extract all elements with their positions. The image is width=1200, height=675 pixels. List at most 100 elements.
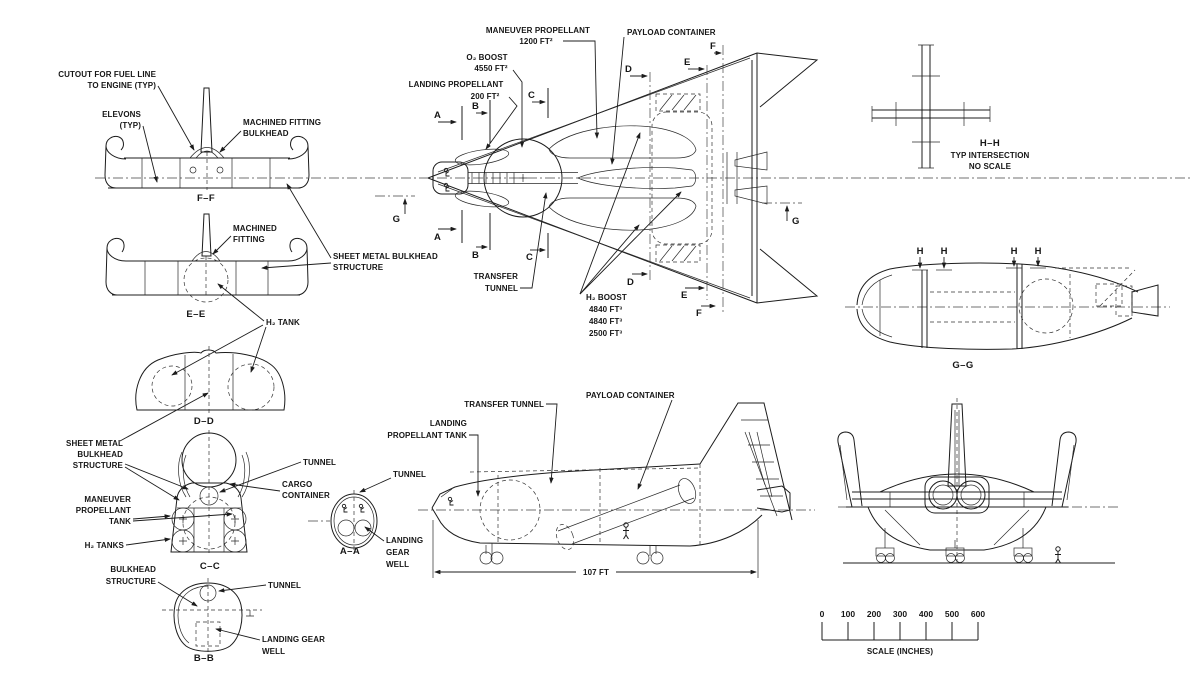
aa-linework bbox=[308, 490, 378, 553]
leader-h2boost-1 bbox=[579, 132, 641, 295]
cut-arrow-B-top: B bbox=[472, 101, 479, 112]
leader-h2tank-dd-right bbox=[250, 326, 267, 373]
label-plan-payload-container: PAYLOAD CONTAINER bbox=[627, 28, 716, 37]
leader-bb-tunnel bbox=[218, 584, 267, 593]
leader-aa-gear bbox=[364, 526, 385, 542]
section-gg: H H H H G–G bbox=[856, 246, 1159, 371]
cut-arrow-A-bottom: A bbox=[434, 232, 441, 243]
leader-transfer-plan bbox=[520, 192, 548, 289]
label-bb-tunnel: TUNNEL bbox=[268, 581, 301, 590]
label-side-landing-tank: LANDING bbox=[430, 419, 467, 428]
cut-arrow-B-bottom: B bbox=[472, 250, 479, 261]
label-landing-propellant: LANDING PROPELLANT bbox=[409, 80, 504, 89]
label-machined-fitting-bulkhead-2: BULKHEAD bbox=[243, 129, 289, 138]
label-h2-boost-vol3: 2500 FT³ bbox=[589, 329, 622, 338]
section-cc: SHEET METAL BULKHEAD STRUCTURE MANEUVER … bbox=[66, 392, 336, 572]
scale-tick-500: 500 bbox=[945, 609, 959, 619]
h-marker-1: H bbox=[917, 246, 924, 257]
label-aa-gear: LANDING bbox=[386, 536, 423, 545]
label-h2-tanks: H₂ TANKS bbox=[85, 541, 125, 550]
leader-plan-payload bbox=[610, 36, 625, 165]
scale-tick-300: 300 bbox=[893, 609, 907, 619]
leader-side-payload bbox=[637, 399, 673, 490]
cut-arrow-G-right: G bbox=[792, 216, 799, 227]
leader-landing-prop bbox=[485, 96, 518, 150]
label-landing-gear-well: LANDING GEAR bbox=[262, 635, 325, 644]
leader-maneuver-right bbox=[132, 512, 233, 522]
label-cutout-fuel-line: CUTOUT FOR FUEL LINE bbox=[58, 70, 156, 79]
leader-sheet-to-ee bbox=[261, 262, 332, 270]
scale-tick-600: 600 bbox=[971, 609, 985, 619]
section-aa: TUNNEL LANDING GEAR WELL A–A bbox=[308, 470, 426, 569]
caption-hh-2: TYP INTERSECTION bbox=[951, 151, 1030, 160]
bb-linework bbox=[162, 578, 262, 655]
cut-arrow-D-top: D bbox=[625, 64, 632, 75]
leader-sheet-cc1 bbox=[124, 463, 189, 490]
label-machined-fitting-bulkhead: MACHINED FITTING bbox=[243, 118, 321, 127]
ee-linework bbox=[105, 213, 309, 303]
caption-dd: D–D bbox=[194, 416, 214, 427]
section-ff: CUTOUT FOR FUEL LINE TO ENGINE (TYP) ELE… bbox=[58, 70, 321, 204]
label-landing-gear-well-2: WELL bbox=[262, 647, 285, 656]
leader-h2boost-3 bbox=[579, 224, 640, 295]
label-elevons-2: (TYP) bbox=[120, 121, 142, 130]
label-h2-boost-vol2: 4840 FT³ bbox=[589, 317, 622, 326]
label-cutout-fuel-line-2: TO ENGINE (TYP) bbox=[88, 81, 157, 90]
section-hh: H–H TYP INTERSECTION NO SCALE bbox=[871, 44, 1030, 171]
scale-caption: SCALE (INCHES) bbox=[867, 647, 934, 656]
label-maneuver-tank-2: PROPELLANT bbox=[76, 506, 131, 515]
section-bb: BULKHEAD STRUCTURE TUNNEL LANDING GEAR W… bbox=[106, 565, 325, 664]
leader-cc-tunnel bbox=[219, 461, 302, 493]
side-view: TRANSFER TUNNEL PAYLOAD CONTAINER LANDIN… bbox=[387, 391, 793, 578]
h-marker-4: H bbox=[1035, 246, 1042, 257]
leader-h2tanks bbox=[125, 537, 171, 546]
label-landing-propellant-vol: 200 FT² bbox=[471, 92, 500, 101]
dimension-107ft: 107 FT bbox=[432, 520, 759, 578]
leader-cutout bbox=[157, 85, 195, 151]
leader-machined-fitting bbox=[212, 235, 232, 255]
leader-side-landing bbox=[469, 434, 481, 497]
label-maneuver-propellant: MANEUVER PROPELLANT bbox=[486, 26, 590, 35]
side-linework bbox=[431, 402, 793, 565]
label-cargo-container: CARGO bbox=[282, 480, 312, 489]
label-sheet-metal: SHEET METAL bbox=[66, 439, 123, 448]
label-cargo-container-2: CONTAINER bbox=[282, 491, 330, 500]
leader-aa-tunnel bbox=[359, 477, 392, 493]
caption-ff: F–F bbox=[197, 193, 215, 204]
leader-h2tank-dd-left bbox=[171, 324, 264, 376]
label-sheet-metal-bulkhead-2: STRUCTURE bbox=[333, 263, 384, 272]
front-view bbox=[837, 398, 1115, 565]
cut-arrow-F-bottom: F bbox=[696, 308, 702, 319]
leader-o2-boost bbox=[512, 69, 525, 148]
leader-h2boost-2 bbox=[579, 191, 682, 295]
label-aa-tunnel: TUNNEL bbox=[393, 470, 426, 479]
caption-aa: A–A bbox=[340, 546, 360, 557]
label-side-transfer-tunnel: TRANSFER TUNNEL bbox=[464, 400, 544, 409]
label-cc-tunnel: TUNNEL bbox=[303, 458, 336, 467]
cut-arrow-E-top: E bbox=[684, 57, 690, 68]
label-aa-gear-2: GEAR bbox=[386, 548, 410, 557]
label-bulkhead-structure-2: STRUCTURE bbox=[106, 577, 157, 586]
label-o2-boost: O₂ BOOST bbox=[466, 53, 507, 62]
label-h2-boost-vol1: 4840 FT³ bbox=[589, 305, 622, 314]
caption-hh: H–H bbox=[980, 138, 1000, 149]
h-marker-2: H bbox=[941, 246, 948, 257]
label-sheet-metal-2: BULKHEAD bbox=[77, 450, 123, 459]
label-maneuver-tank: MANEUVER bbox=[84, 495, 131, 504]
gg-h-markers: H H H H bbox=[912, 246, 1046, 271]
label-sheet-metal-bulkhead: SHEET METAL BULKHEAD bbox=[333, 252, 438, 261]
front-linework bbox=[837, 398, 1115, 565]
hh-linework bbox=[871, 44, 991, 169]
leader-maneuver-left bbox=[132, 514, 171, 520]
cut-arrow-G-left: G bbox=[393, 214, 400, 225]
label-machined-fitting-2: FITTING bbox=[233, 235, 265, 244]
label-maneuver-propellant-vol: 1200 FT² bbox=[519, 37, 552, 46]
gg-linework bbox=[856, 262, 1159, 350]
plan-view: A A B B C C D D E E F F G G MANEUVER PRO… bbox=[375, 26, 819, 338]
label-bulkhead-structure: BULKHEAD bbox=[110, 565, 156, 574]
label-sheet-metal-3: STRUCTURE bbox=[73, 461, 124, 470]
leader-sheet-cc2 bbox=[124, 466, 180, 501]
caption-cc: C–C bbox=[200, 561, 220, 572]
